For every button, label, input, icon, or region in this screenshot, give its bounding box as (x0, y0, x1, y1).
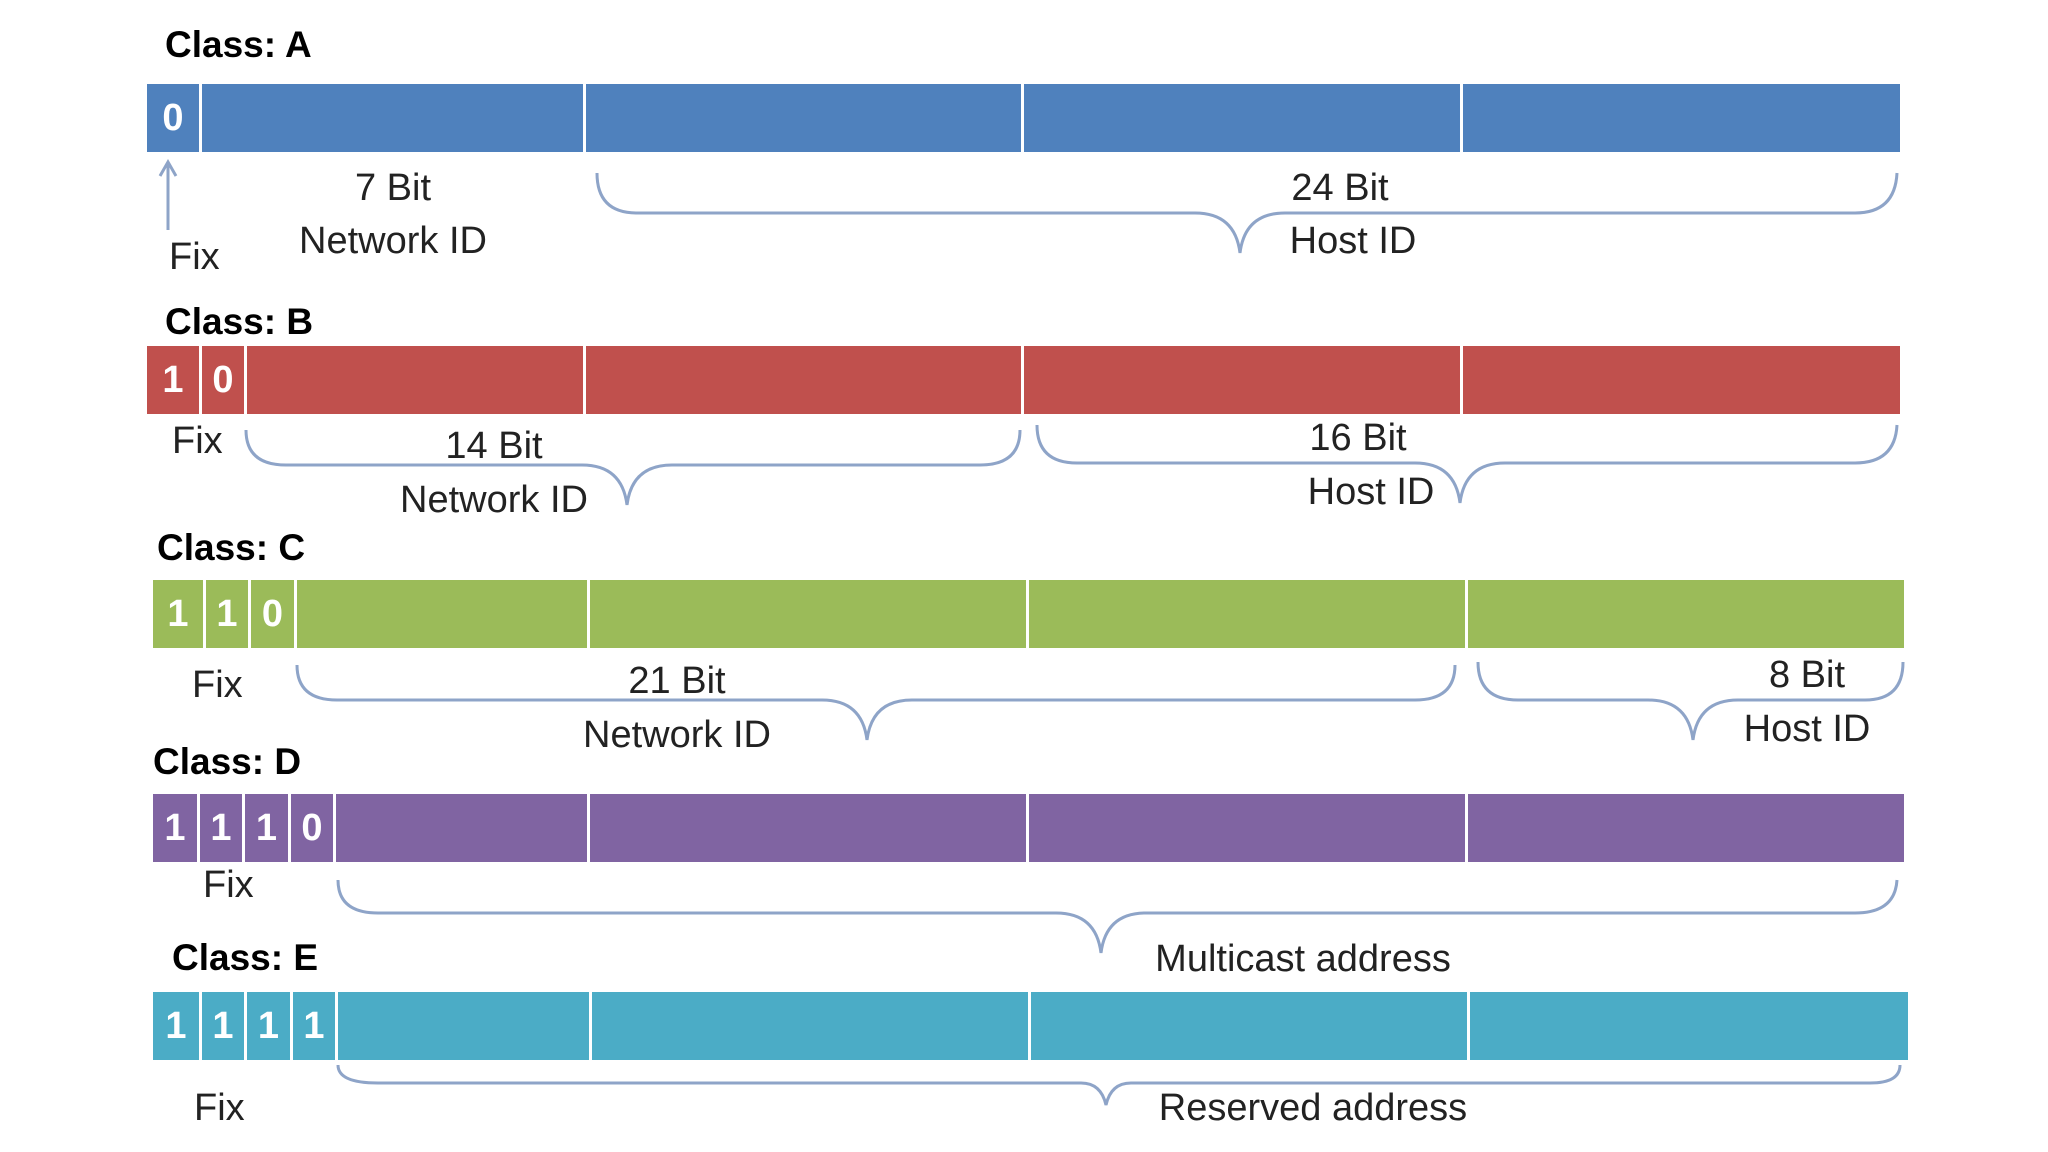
class-b-bit-divider-1 (199, 346, 202, 414)
class-c-bit-divider-3 (294, 580, 297, 648)
class-d-title: Class: D (153, 741, 302, 782)
class-e-title: Class: E (172, 937, 319, 978)
class-e-bit-divider-1 (199, 992, 202, 1060)
class-b-octet-divider-1 (583, 346, 586, 414)
class-c-fixed-bit-1: 1 (167, 593, 189, 635)
class-d-bit-divider-4 (333, 794, 336, 862)
class-a-network-bits: 7 Bit (354, 167, 432, 209)
class-a-octet-divider-3 (1460, 84, 1463, 152)
class-e-octet-divider-3 (1467, 992, 1470, 1060)
class-b-fixed-bit-1: 1 (162, 359, 184, 401)
multicast-brace-d (336, 879, 1899, 954)
class-b-bar: 1 0 (147, 346, 1900, 414)
class-e-fixed-bit-2: 1 (212, 1005, 234, 1047)
class-e-fixed-bit-4: 1 (303, 1005, 325, 1047)
class-c-network-label: Network ID (583, 714, 771, 756)
class-d-octet-divider-2 (1026, 794, 1029, 862)
class-a-host-bits: 24 Bit (1291, 167, 1389, 209)
class-b-host-bits: 16 Bit (1309, 417, 1407, 459)
class-d-bit-divider-1 (197, 794, 200, 862)
class-d-fixed-bit-3: 1 (255, 807, 278, 849)
class-e-fixed-bit-1: 1 (165, 1005, 187, 1047)
class-a-octet-divider-2 (1021, 84, 1024, 152)
class-c-title: Class: C (157, 527, 306, 568)
class-d-fixed-bit-1: 1 (164, 807, 186, 849)
class-b-title: Class: B (165, 301, 314, 342)
class-c-fix-label: Fix (192, 664, 243, 706)
network-id-arrow-a (158, 158, 178, 230)
class-e-octet-divider-2 (1028, 992, 1031, 1060)
class-e-bit-divider-4 (335, 992, 338, 1060)
class-b-fixed-bit-2: 0 (212, 359, 234, 401)
class-d-fixed-bit-4: 0 (301, 807, 323, 849)
class-a-title: Class: A (165, 24, 312, 65)
class-a-octet-divider-1 (583, 84, 586, 152)
class-e-fix-label: Fix (194, 1087, 245, 1129)
host-id-brace-a (595, 172, 1899, 254)
class-c-host-label: Host ID (1743, 708, 1871, 750)
class-d-bar: 1 1 1 0 (153, 794, 1904, 862)
class-d-fix-label: Fix (203, 864, 254, 906)
class-c-host-bits: 8 Bit (1768, 654, 1846, 696)
class-b-host-label: Host ID (1307, 471, 1435, 513)
class-c-bar: 1 1 0 (153, 580, 1904, 648)
class-e-octet-divider-1 (589, 992, 592, 1060)
class-e-bit-divider-2 (244, 992, 247, 1060)
host-id-brace-c (1476, 661, 1905, 741)
class-c-network-bits: 21 Bit (628, 660, 726, 702)
class-c-fixed-bit-3: 0 (261, 593, 284, 635)
network-id-brace-b (244, 429, 1022, 506)
class-e-bar: 1 1 1 1 (153, 992, 1908, 1060)
class-a-bar: 0 (147, 84, 1900, 152)
class-c-octet-divider-2 (1026, 580, 1029, 648)
class-c-bit-divider-1 (203, 580, 206, 648)
class-d-octet-divider-3 (1465, 794, 1468, 862)
class-c-octet-divider-1 (587, 580, 590, 648)
class-e-reserved-label: Reserved address (1158, 1087, 1468, 1129)
class-c-bit-divider-2 (248, 580, 251, 648)
class-a-host-label: Host ID (1289, 220, 1417, 262)
class-e-fixed-bit-3: 1 (257, 1005, 280, 1047)
class-a-network-label: Network ID (299, 220, 487, 262)
class-b-fix-label: Fix (172, 420, 223, 462)
reserved-brace-e (336, 1064, 1902, 1106)
network-id-brace-c (295, 664, 1457, 741)
class-b-octet-divider-3 (1460, 346, 1463, 414)
class-d-fixed-bit-2: 1 (210, 807, 232, 849)
class-b-bit-divider-2 (244, 346, 247, 414)
class-d-bit-divider-2 (242, 794, 245, 862)
class-b-network-label: Network ID (400, 479, 588, 521)
class-c-octet-divider-3 (1465, 580, 1468, 648)
class-d-octet-divider-1 (587, 794, 590, 862)
host-id-brace-b (1035, 424, 1899, 504)
class-d-multicast-label: Multicast address (1155, 938, 1451, 980)
class-a-bit-divider (199, 84, 202, 152)
class-d-bit-divider-3 (288, 794, 291, 862)
class-b-octet-divider-2 (1021, 346, 1024, 414)
class-b-network-bits: 14 Bit (445, 425, 543, 467)
class-e-bit-divider-3 (290, 992, 293, 1060)
class-a-fix-label: Fix (169, 236, 220, 278)
class-c-fixed-bit-2: 1 (216, 593, 238, 635)
class-a-fixed-bit-1: 0 (162, 97, 184, 139)
